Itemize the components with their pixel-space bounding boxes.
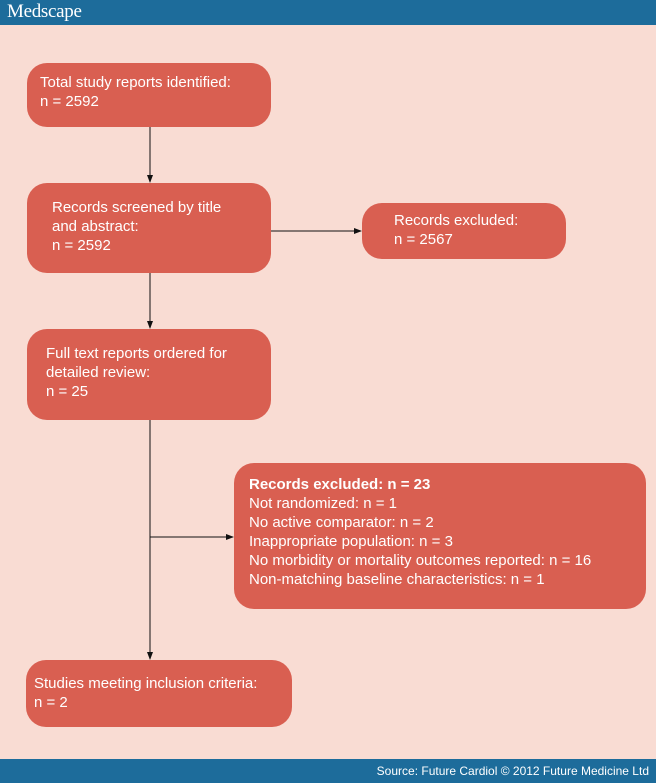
included-count: n = 2	[34, 694, 68, 711]
exclusion-reason: Inappropriate population: n = 3	[249, 533, 453, 550]
exclusion-reason: No active comparator: n = 2	[249, 514, 434, 531]
included-box: Studies meeting inclusion criteria: n = …	[26, 660, 292, 727]
screened-count: n = 2592	[52, 237, 111, 254]
source-credit: Source: Future Cardiol © 2012 Future Med…	[376, 764, 649, 778]
fulltext-label-line1: Full text reports ordered for	[46, 345, 227, 362]
fulltext-box: Full text reports ordered for detailed r…	[27, 329, 271, 420]
screened-label-line1: Records screened by title	[52, 199, 222, 216]
identified-count: n = 2592	[40, 93, 99, 110]
footer-bar: Source: Future Cardiol © 2012 Future Med…	[0, 759, 656, 783]
fulltext-count: n = 25	[46, 383, 89, 400]
excluded-screen-count: n = 2567	[394, 231, 453, 248]
excluded-screen-box: Records excluded: n = 2567	[362, 203, 566, 259]
exclusion-reason: Non-matching baseline characteristics: n…	[249, 571, 545, 588]
excluded-fulltext-title: Records excluded: n = 23	[249, 476, 431, 493]
excluded-screen-label: Records excluded:	[394, 212, 519, 229]
medscape-logo[interactable]: Medscape	[7, 1, 82, 22]
exclusion-reason: Not randomized: n = 1	[249, 495, 398, 512]
exclusion-reason: No morbidity or mortality outcomes repor…	[249, 552, 592, 569]
screened-box: Records screened by title and abstract: …	[27, 183, 271, 273]
screened-label-line2: and abstract:	[52, 218, 139, 235]
header-bar: Medscape	[0, 0, 656, 25]
identified-label: Total study reports identified:	[40, 74, 231, 91]
identified-box: Total study reports identified: n = 2592	[27, 63, 271, 127]
included-label: Studies meeting inclusion criteria:	[34, 675, 258, 692]
excluded-fulltext-box: Records excluded: n = 23 Not randomized:…	[234, 463, 646, 609]
fulltext-label-line2: detailed review:	[46, 364, 151, 381]
